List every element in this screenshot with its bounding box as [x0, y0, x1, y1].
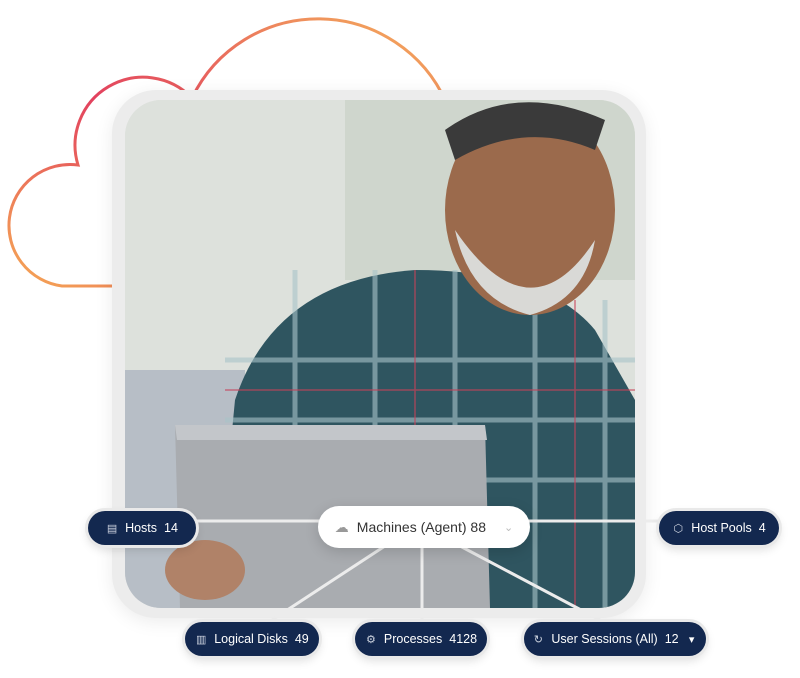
server-icon: ▤: [106, 522, 118, 535]
hosts-node[interactable]: ▤ Hosts 14: [88, 511, 196, 545]
host-pools-count: 4: [758, 521, 766, 535]
chevron-down-icon[interactable]: ⌄: [503, 521, 514, 534]
hosts-count: 14: [164, 521, 178, 535]
logical-disks-node[interactable]: ▥ Logical Disks 49: [185, 622, 319, 656]
processes-label: Processes: [383, 632, 443, 646]
cloud-agent-icon: ☁: [334, 518, 349, 535]
gear-icon: ⚙: [365, 633, 376, 646]
cube-icon: ⬡: [673, 522, 684, 535]
host-pools-label: Host Pools: [691, 521, 752, 535]
host-pools-node[interactable]: ⬡ Host Pools 4: [659, 511, 779, 545]
processes-count: 4128: [449, 632, 478, 646]
processes-node[interactable]: ⚙ Processes 4128: [355, 622, 487, 656]
logical-disks-count: 49: [294, 632, 309, 646]
logical-disks-label: Logical Disks: [214, 632, 288, 646]
user-sessions-count: 12: [664, 632, 679, 646]
user-sessions-node[interactable]: ↻ User Sessions (All) 12 ▾: [524, 622, 706, 656]
chevron-down-icon[interactable]: ▾: [688, 633, 695, 646]
database-icon: ▥: [196, 633, 207, 646]
machines-agent-node[interactable]: ☁ Machines (Agent) 88 ⌄: [318, 506, 530, 548]
machines-agent-label: Machines (Agent) 88: [356, 519, 486, 535]
hero-photo: [125, 100, 635, 608]
hosts-label: Hosts: [125, 521, 158, 535]
user-sessions-label: User Sessions (All): [551, 632, 658, 646]
refresh-icon: ↻: [533, 633, 544, 646]
